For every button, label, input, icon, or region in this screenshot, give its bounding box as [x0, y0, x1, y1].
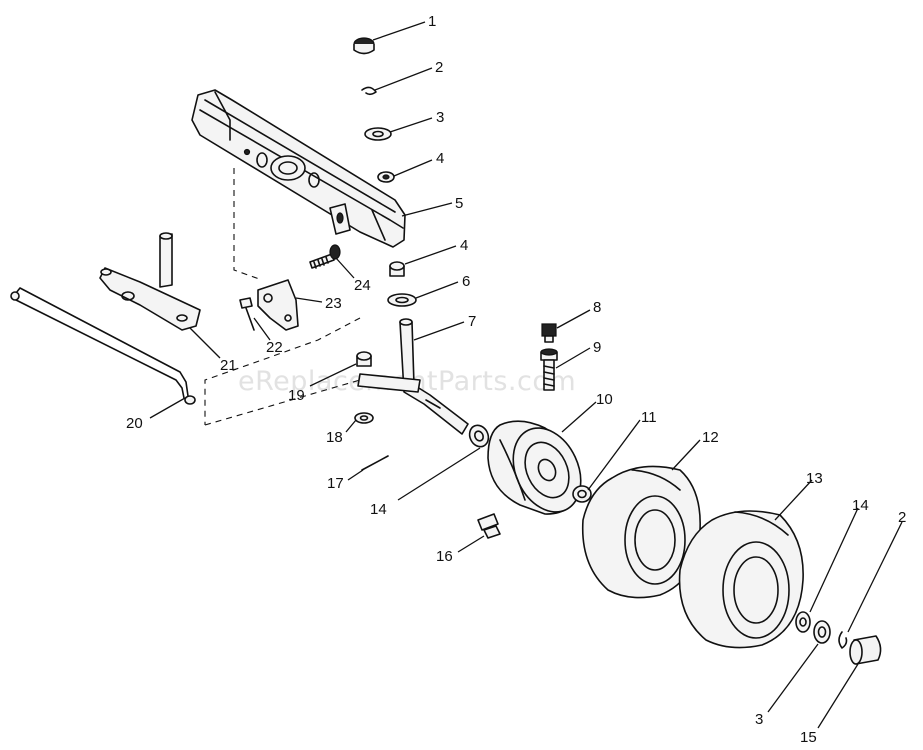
callout-15: 15: [800, 729, 817, 746]
callout-22: 22: [266, 339, 283, 356]
callout-18: 18: [326, 429, 343, 446]
drag-link-part-20: [10, 287, 196, 405]
nut-part-19: [356, 351, 372, 367]
callout-4: 4: [460, 237, 468, 254]
callout-20: 20: [126, 415, 143, 432]
callout-8: 8: [593, 299, 601, 316]
hub-cap-part-15: [849, 635, 882, 665]
callout-labels: 1 2 3 4 5 4 6 7 8 9 10 11 12 13 14 14 2 …: [126, 13, 906, 746]
bolt-part-9: [540, 348, 558, 391]
cap-part-1: [353, 37, 375, 55]
callout-1: 1: [428, 13, 436, 30]
callout-3: 3: [436, 109, 444, 126]
bolt-part-24: [309, 244, 341, 269]
washer-part-3-top: [364, 127, 392, 141]
leader-lines: [149, 21, 903, 729]
steering-arm-part-21: [99, 232, 201, 331]
wheel-rim-part-10: [487, 420, 582, 515]
callout-2: 2: [435, 59, 443, 76]
washer-part-14-left: [468, 424, 490, 448]
bushing-part-4-bottom: [389, 261, 405, 277]
callout-14: 14: [370, 501, 387, 518]
callout-13: 13: [806, 470, 823, 487]
bracket-part-23: [257, 279, 299, 331]
bushing-part-4-top: [377, 171, 395, 183]
washer-part-18: [354, 412, 374, 424]
screw-part-22: [239, 297, 255, 331]
cotter-pin-part-17: [361, 455, 389, 471]
callout-11: 11: [641, 409, 657, 426]
clip-part-2-top: [361, 86, 377, 96]
grease-fitting-part-8: [541, 323, 557, 343]
washer-part-6: [387, 293, 417, 307]
callout-5: 5: [455, 195, 463, 212]
washer-part-14-right: [795, 611, 811, 633]
callout-21: 21: [220, 357, 237, 374]
callout-24: 24: [354, 277, 371, 294]
axle-beam: [191, 89, 406, 248]
callout-9: 9: [593, 339, 601, 356]
washer-part-3-right: [813, 620, 831, 644]
callout-6: 6: [462, 273, 470, 290]
clip-part-2-right: [838, 631, 848, 649]
tire-part-13: [678, 510, 804, 649]
callout-3: 3: [755, 711, 763, 728]
callout-7: 7: [468, 313, 476, 330]
callout-23: 23: [325, 295, 342, 312]
callout-12: 12: [702, 429, 719, 446]
callout-10: 10: [596, 391, 613, 408]
callout-4: 4: [436, 150, 444, 167]
callout-17: 17: [327, 475, 344, 492]
fitting-part-16: [477, 513, 501, 539]
tire-part-12: [581, 465, 701, 599]
bearing-part-11: [572, 485, 592, 503]
callout-2: 2: [898, 509, 906, 526]
spindle-part-7: [357, 318, 469, 435]
callout-19: 19: [288, 387, 305, 404]
assembly-guides: [204, 168, 361, 426]
callout-14: 14: [852, 497, 869, 514]
callout-16: 16: [436, 548, 453, 565]
